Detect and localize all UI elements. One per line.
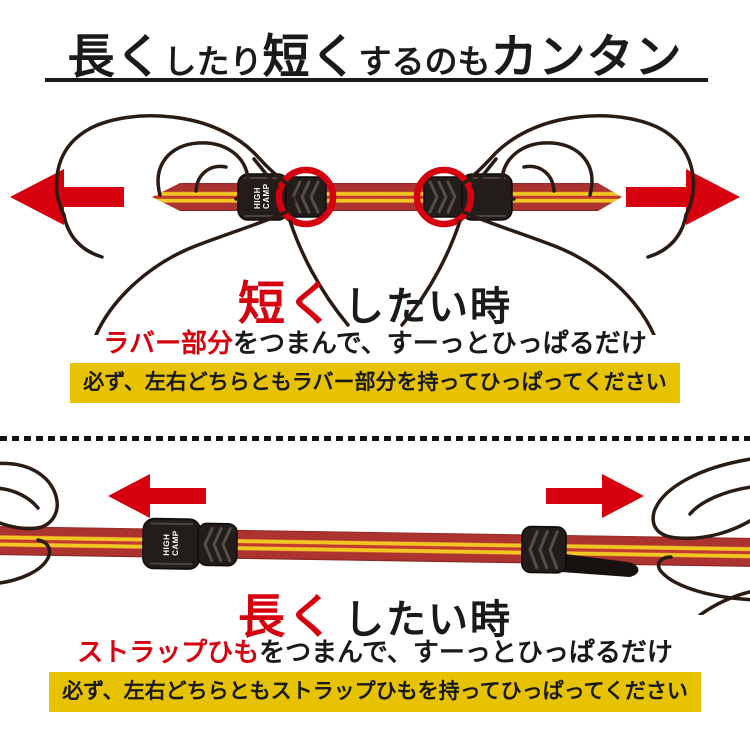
pull-left-arrow-icon xyxy=(10,169,124,225)
highlight-circle-right xyxy=(413,166,475,228)
strap-clip xyxy=(520,525,567,574)
lengthen-illustration-svg: HIGH CAMP xyxy=(0,457,750,615)
title-segment: 短く xyxy=(262,30,359,83)
shorten-note: 必ず、左右どちらともラバー部分を持ってひっぱってください xyxy=(70,363,680,403)
strap xyxy=(152,183,622,211)
brand-text-high: HIGH xyxy=(162,534,171,556)
title-segment: カンタン xyxy=(490,30,683,83)
lengthen-heading-rest: したい時 xyxy=(344,598,512,642)
dashed-divider xyxy=(0,436,750,441)
shorten-illustration-svg: HIGH CAMP xyxy=(10,114,740,335)
lengthen-note-wrap: 必ず、左右どちらともストラップひもを持ってひっぱってください xyxy=(0,672,750,712)
shorten-note-wrap: 必ず、左右どちらともラバー部分を持ってひっぱってください xyxy=(0,363,750,403)
shorten-heading: 短くしたい時 xyxy=(0,265,750,334)
lengthen-note: 必ず、左右どちらともストラップひもを持ってひっぱってください xyxy=(49,672,701,712)
rubber-adjuster: HIGH CAMP xyxy=(142,517,201,570)
right-hand-outline xyxy=(400,114,696,335)
brand-text-high: HIGH xyxy=(253,187,262,209)
page-title: 長く したり 短く するのも カンタン xyxy=(0,18,750,83)
left-hand-fingertips xyxy=(0,461,59,585)
lengthen-heading-accent: 長く xyxy=(238,590,336,643)
shorten-illustration: HIGH CAMP xyxy=(0,95,750,335)
rubber-grip xyxy=(197,522,238,567)
shorten-heading-rest: したい時 xyxy=(344,285,512,329)
lengthen-description-rest: をつまんで、すーっとひっぱるだけ xyxy=(259,637,673,667)
brand-text-camp: CAMP xyxy=(262,183,271,209)
lengthen-description: ストラップひもをつまんで、すーっとひっぱるだけ xyxy=(0,632,750,669)
rubber-grip-left xyxy=(285,176,327,218)
pull-right-arrow-icon xyxy=(626,169,740,225)
strap xyxy=(0,525,750,568)
lengthen-heading: 長くしたい時 xyxy=(0,578,750,647)
title-underline xyxy=(45,78,708,82)
brand-text-camp: CAMP xyxy=(171,530,180,556)
strap-tail xyxy=(555,552,639,578)
shorten-description-rest: をつまんで、すーっとひっぱるだけ xyxy=(233,328,647,358)
shorten-heading-accent: 短く xyxy=(238,277,336,330)
lengthen-illustration: HIGH CAMP xyxy=(0,450,750,615)
shorten-description-accent: ラバー部分 xyxy=(103,328,234,358)
lengthen-description-accent: ストラップひも xyxy=(77,637,260,667)
pull-right-arrow-icon xyxy=(546,474,644,518)
left-hand-outline xyxy=(54,114,350,335)
pull-left-arrow-icon xyxy=(108,474,206,518)
right-hand-fingertips xyxy=(651,457,750,615)
title-segment: したり xyxy=(163,43,263,80)
highlight-circle-left xyxy=(275,166,337,228)
rubber-grip-right xyxy=(423,176,465,218)
shorten-description: ラバー部分をつまんで、すーっとひっぱるだけ xyxy=(0,323,750,360)
title-segment: するのも xyxy=(358,43,491,80)
title-segment: 長く xyxy=(67,30,164,83)
